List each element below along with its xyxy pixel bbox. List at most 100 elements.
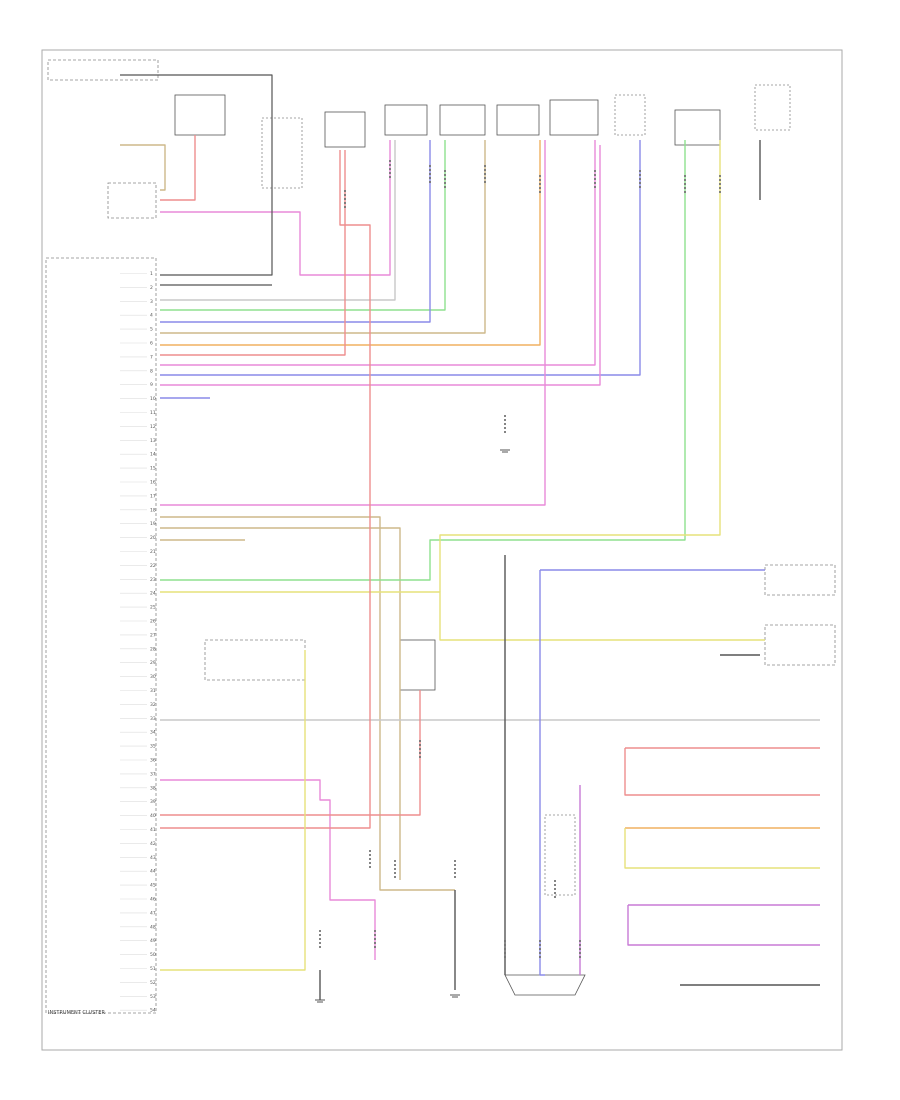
cluster-pin: 51 bbox=[150, 966, 156, 972]
cluster-pin: 22 bbox=[150, 563, 156, 569]
cluster-pin: 29 bbox=[150, 660, 156, 666]
cluster-pin: 46 bbox=[150, 897, 156, 903]
wire-pink-4 bbox=[160, 779, 376, 960]
wire-yellow-2 bbox=[439, 140, 721, 592]
cluster-pin: 27 bbox=[150, 632, 156, 638]
cluster-pin: 40 bbox=[150, 813, 156, 819]
cluster-pin: 20 bbox=[150, 535, 156, 541]
wire-red-sensor bbox=[624, 748, 820, 796]
cluster-pin: 2 bbox=[150, 285, 153, 291]
cluster-pin: 39 bbox=[150, 799, 156, 805]
cluster-pin: 12 bbox=[150, 424, 156, 430]
wire-red-3 bbox=[160, 150, 371, 829]
instrument-cluster: INSTRUMENT CLUSTER 123456789101112131415… bbox=[45, 257, 157, 1016]
instrument-cluster-label: INSTRUMENT CLUSTER bbox=[48, 1010, 106, 1016]
cluster-pin: 19 bbox=[150, 521, 156, 527]
bulb-box bbox=[544, 814, 576, 896]
cluster-pin: 30 bbox=[150, 674, 156, 680]
cluster-pin: 34 bbox=[150, 730, 156, 736]
cluster-pin: 23 bbox=[150, 577, 156, 583]
left-rear-door-switch-box bbox=[496, 104, 540, 136]
wire-fuel-3 bbox=[160, 140, 391, 276]
wire-yellow-3 bbox=[160, 650, 306, 971]
cluster-pin: 50 bbox=[150, 952, 156, 958]
wire-pink-1 bbox=[160, 140, 596, 366]
transmission-range-sensor-box bbox=[504, 974, 586, 996]
cluster-pin: 26 bbox=[150, 619, 156, 625]
cluster-pin: 38 bbox=[150, 785, 156, 791]
liftgate-switch-box bbox=[674, 109, 721, 146]
abs-module-box bbox=[764, 624, 836, 666]
right-rear-door-switch-box bbox=[549, 99, 599, 136]
cluster-pin: 41 bbox=[150, 827, 156, 833]
engine-control-relay-box bbox=[174, 94, 226, 136]
wire-red-1 bbox=[160, 150, 346, 356]
wire-green-2 bbox=[160, 140, 686, 581]
cluster-pin: 1 bbox=[150, 271, 153, 277]
cluster-pin: 25 bbox=[150, 605, 156, 611]
wire-tan-1 bbox=[160, 140, 486, 334]
wire-tan-3 bbox=[160, 527, 401, 880]
diagram-frame bbox=[41, 49, 843, 1051]
cluster-pin: 49 bbox=[150, 938, 156, 944]
cluster-pin: 13 bbox=[150, 438, 156, 444]
cluster-pin: 24 bbox=[150, 591, 156, 597]
cluster-pin: 43 bbox=[150, 855, 156, 861]
wire-green-1 bbox=[160, 140, 446, 311]
cluster-pin: 48 bbox=[150, 924, 156, 930]
cluster-pin: 14 bbox=[150, 452, 156, 458]
wire-blue-1 bbox=[160, 140, 431, 323]
top-switch-row bbox=[384, 84, 791, 146]
cluster-pin: 33 bbox=[150, 716, 156, 722]
junction-box bbox=[324, 111, 366, 148]
cluster-pin: 17 bbox=[150, 493, 156, 499]
hood-switch-box bbox=[614, 94, 646, 136]
cluster-pin: 52 bbox=[150, 980, 156, 986]
cluster-pin: 16 bbox=[150, 480, 156, 486]
cluster-pin: 7 bbox=[150, 354, 153, 360]
wire-pink-2 bbox=[160, 145, 601, 386]
wire-tan-2 bbox=[160, 516, 455, 891]
cluster-pin: 4 bbox=[150, 313, 153, 319]
wire-purple-sensor2 bbox=[627, 905, 820, 946]
cluster-pin: 3 bbox=[150, 299, 153, 305]
fuse-block-box bbox=[261, 117, 303, 189]
right-front-door-switch-box bbox=[439, 104, 486, 136]
cluster-pin: 47 bbox=[150, 910, 156, 916]
cluster-pin: 44 bbox=[150, 869, 156, 875]
wire-speed-out bbox=[160, 140, 396, 301]
tcm-box bbox=[764, 564, 836, 596]
cluster-pin: 45 bbox=[150, 883, 156, 889]
wire-pink-3 bbox=[160, 140, 546, 506]
cluster-pin: 36 bbox=[150, 758, 156, 764]
cluster-pin: 11 bbox=[150, 410, 156, 416]
cluster-pin: 32 bbox=[150, 702, 156, 708]
wire-yellow-1 bbox=[160, 591, 765, 641]
wire-blue-2 bbox=[160, 140, 641, 376]
fuel-level-sender-box bbox=[107, 182, 157, 219]
cluster-pin: 9 bbox=[150, 382, 153, 388]
cluster-pin: 21 bbox=[150, 549, 156, 555]
cluster-pin-list: 1234567891011121314151617181920212223242… bbox=[120, 271, 156, 1014]
cluster-pin: 54 bbox=[150, 1008, 156, 1014]
wire-fuel-1 bbox=[120, 144, 166, 191]
tire-pressure-box bbox=[47, 59, 159, 81]
left-front-door-switch-box bbox=[384, 104, 428, 136]
cluster-pin: 6 bbox=[150, 341, 153, 347]
cluster-pin: 18 bbox=[150, 507, 156, 513]
cluster-pin: 10 bbox=[150, 396, 156, 402]
top-left-components bbox=[47, 59, 366, 219]
cluster-pin: 37 bbox=[150, 771, 156, 777]
cluster-pin: 42 bbox=[150, 841, 156, 847]
brake-fluid-switch-box bbox=[754, 84, 791, 131]
cluster-pin: 5 bbox=[150, 327, 153, 333]
cluster-pin: 15 bbox=[150, 466, 156, 472]
cluster-pin: 53 bbox=[150, 994, 156, 1000]
cluster-pin: 31 bbox=[150, 688, 156, 694]
wire-harness bbox=[120, 74, 820, 1003]
wire-yellow-sensor bbox=[624, 828, 820, 869]
wire-blue-4 bbox=[539, 570, 545, 976]
cluster-pin: 8 bbox=[150, 368, 153, 374]
instrument-cluster-box bbox=[45, 257, 157, 1014]
